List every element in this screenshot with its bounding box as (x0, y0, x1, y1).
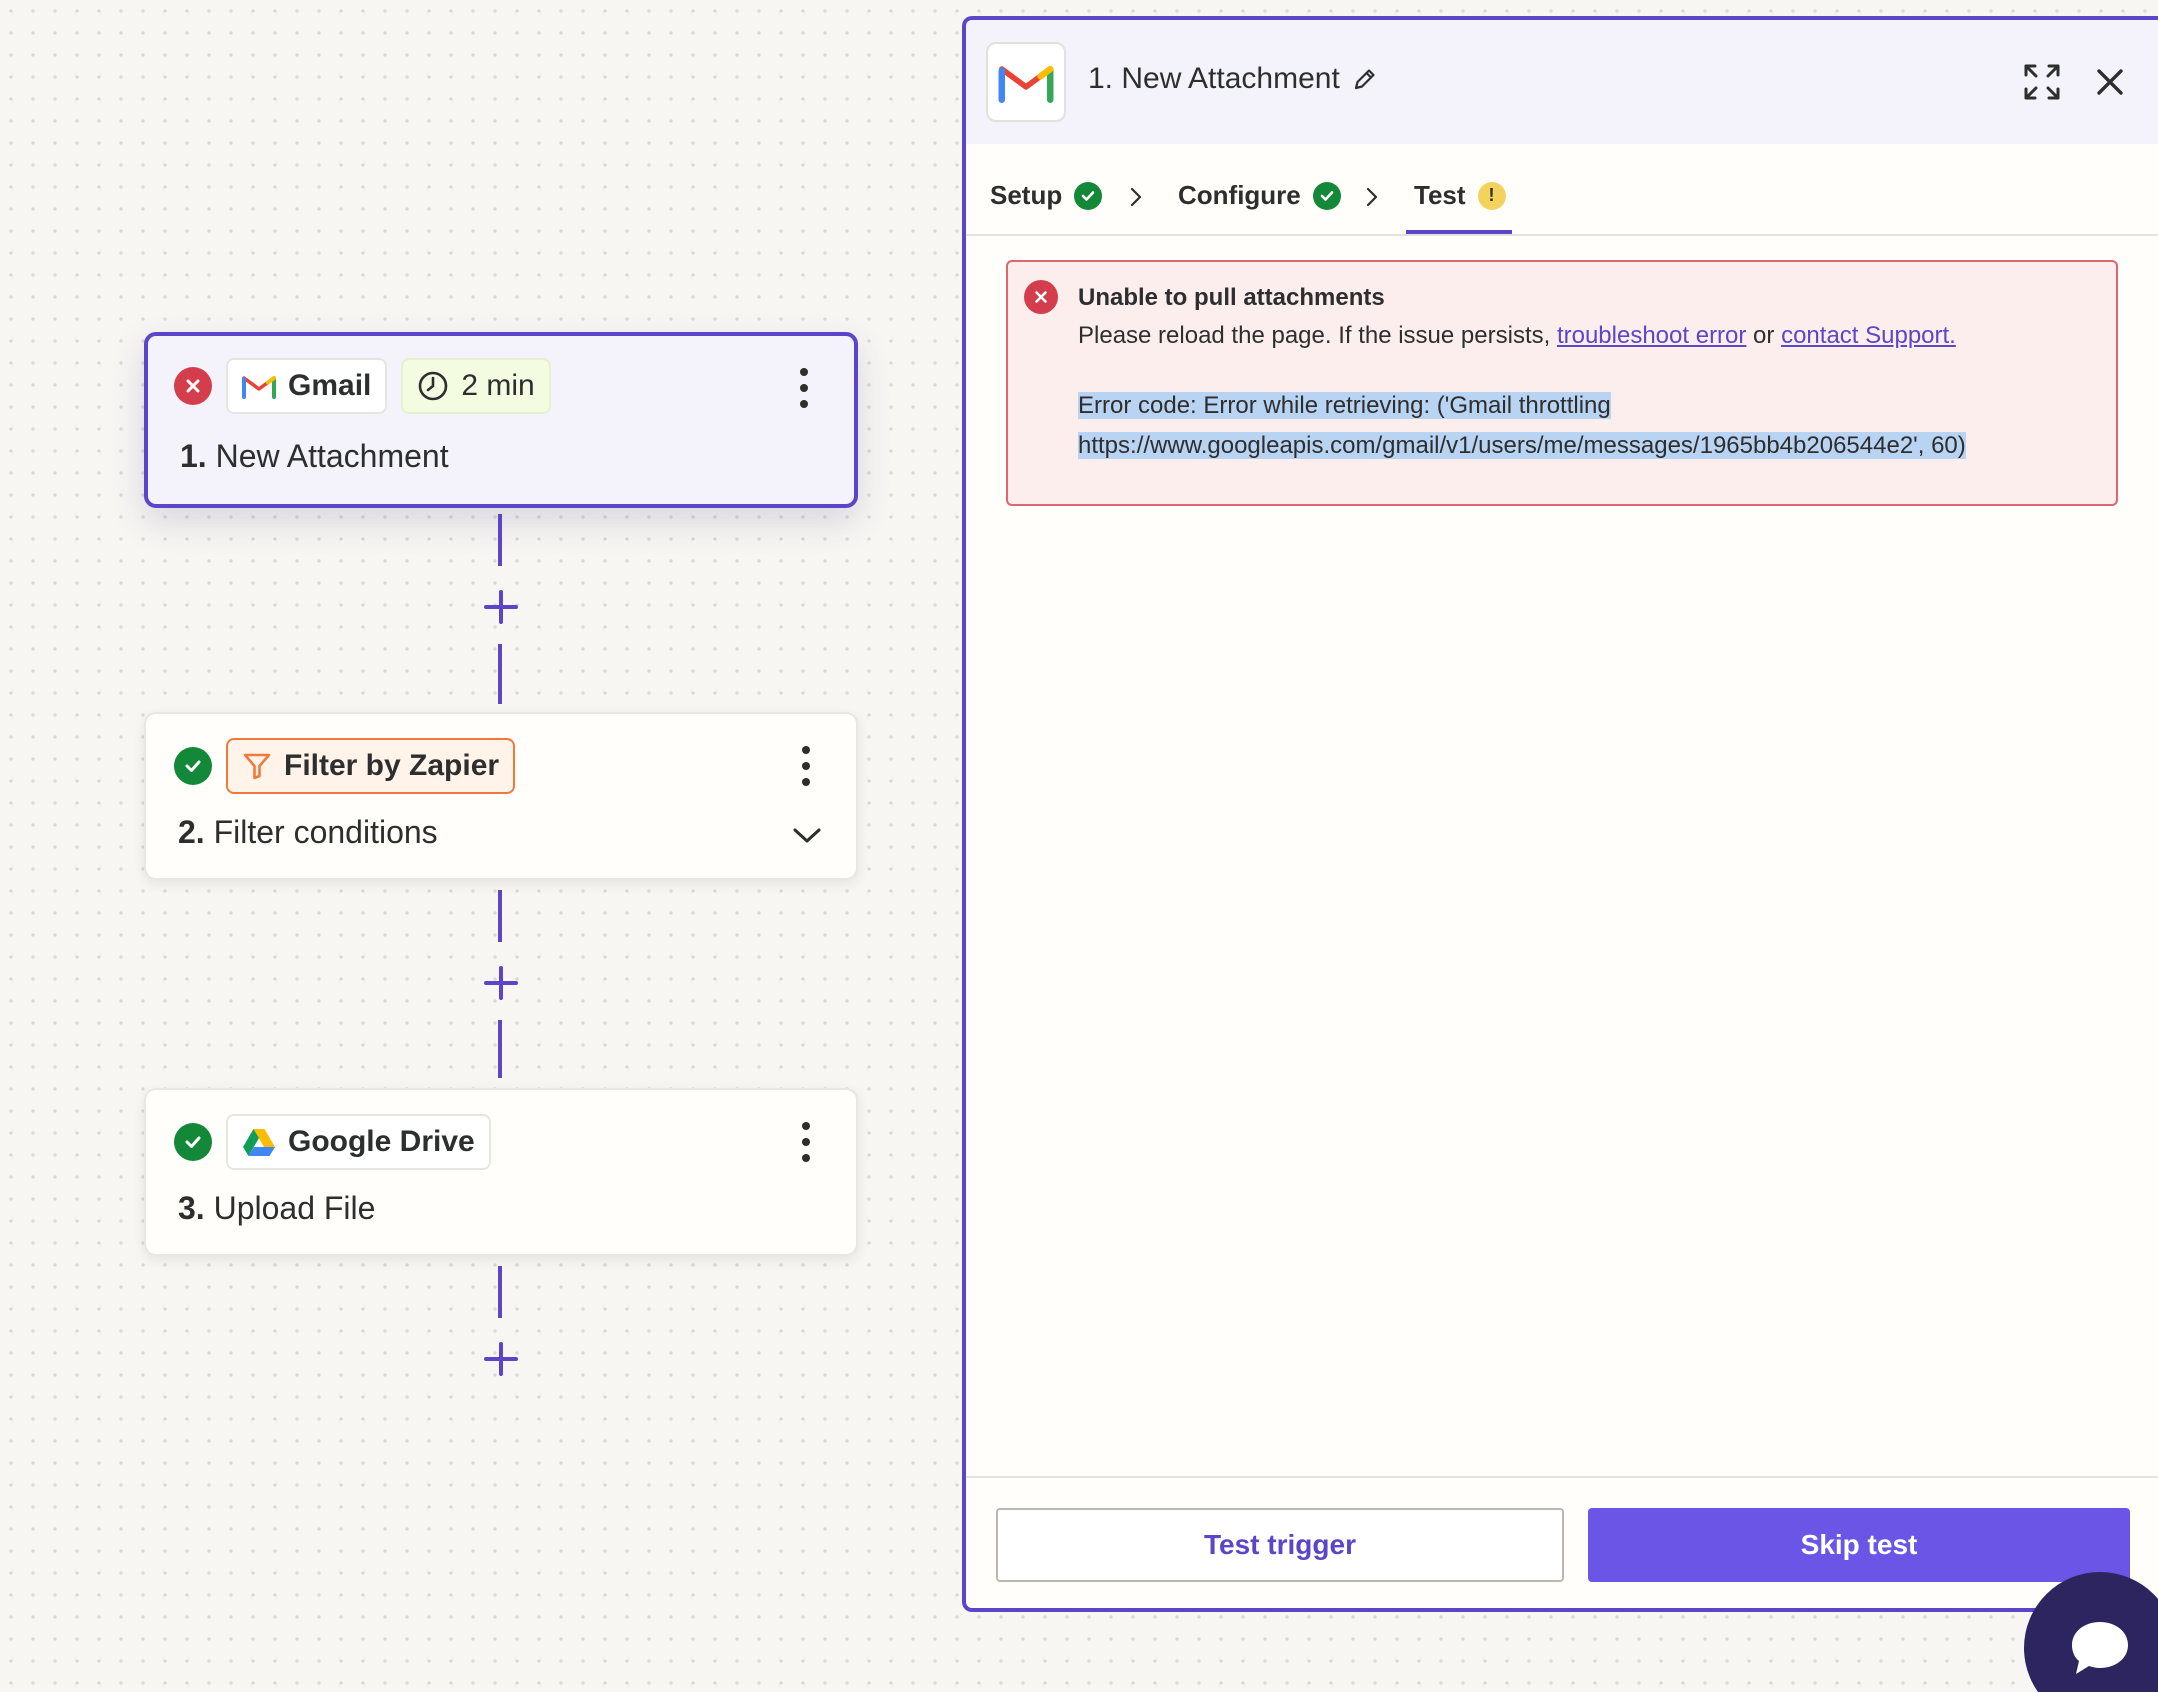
contact-support-link[interactable]: contact Support. (1781, 322, 1956, 349)
chevron-down-icon[interactable] (792, 826, 822, 851)
plus-icon (484, 590, 518, 624)
warning-icon: ! (1477, 181, 1506, 210)
step-menu-button[interactable] (796, 1122, 816, 1162)
step-title: 2. Filter conditions (178, 814, 438, 850)
check-icon (1074, 181, 1103, 210)
step-title: 1. New Attachment (180, 438, 449, 474)
expand-icon (2024, 64, 2060, 100)
panel-title[interactable]: 1. New Attachment (1088, 62, 1378, 96)
app-chip-gmail: Gmail (226, 358, 388, 414)
chat-bubble-icon (2072, 1622, 2128, 1674)
alert-title: Unable to pull attachments (1078, 284, 1385, 311)
skip-test-button[interactable]: Skip test (1588, 1508, 2130, 1582)
plus-icon (484, 1342, 518, 1376)
tab-test[interactable]: Test ! (1414, 180, 1506, 211)
success-status-icon (174, 747, 212, 785)
check-icon (1312, 181, 1341, 210)
step-tabs: Setup Configure Test ! (966, 144, 2158, 236)
poll-interval-badge: 2 min (401, 358, 551, 414)
active-tab-indicator (1406, 230, 1512, 234)
panel-footer: Test trigger Skip test (966, 1476, 2158, 1608)
app-name: Google Drive (288, 1125, 475, 1158)
step-menu-button[interactable] (796, 746, 816, 786)
add-step-button[interactable] (484, 966, 518, 1000)
alert-message: Please reload the page. If the issue per… (1078, 322, 1956, 349)
app-chip-google-drive: Google Drive (226, 1114, 491, 1170)
error-status-icon (174, 367, 212, 405)
close-icon (2097, 69, 2123, 95)
gmail-icon (998, 65, 1054, 103)
step-card-gmail[interactable]: Gmail 2 min 1. New Attachment (144, 332, 858, 508)
google-drive-icon (243, 1129, 275, 1156)
step-card-filter[interactable]: Filter by Zapier 2. Filter conditions (144, 712, 858, 880)
add-step-button[interactable] (484, 590, 518, 624)
success-status-icon (174, 1123, 212, 1161)
error-icon (1024, 280, 1058, 314)
error-code-text[interactable]: Error code: Error while retrieving: ('Gm… (1078, 392, 1966, 459)
step-menu-button[interactable] (794, 368, 814, 408)
step-card-google-drive[interactable]: Google Drive 3. Upload File (144, 1088, 858, 1256)
app-name: Filter by Zapier (284, 749, 500, 782)
gmail-icon (242, 376, 276, 399)
troubleshoot-error-link[interactable]: troubleshoot error (1556, 322, 1747, 349)
pencil-icon[interactable] (1352, 66, 1378, 92)
connector-line (498, 514, 502, 566)
add-step-button[interactable] (484, 1342, 518, 1376)
step-editor-panel: 1. New Attachment Setup Configur (962, 16, 2158, 1612)
chevron-right-icon (1128, 186, 1144, 213)
connector-line (498, 890, 502, 942)
badge-text: 2 min (461, 369, 535, 402)
app-logo (986, 42, 1066, 122)
plus-icon (484, 966, 518, 1000)
test-trigger-button[interactable]: Test trigger (996, 1508, 1564, 1582)
error-alert: Unable to pull attachments Please reload… (1006, 260, 2118, 506)
clock-icon (419, 371, 448, 401)
tab-configure[interactable]: Configure (1178, 180, 1341, 211)
app-chip-filter: Filter by Zapier (226, 738, 516, 794)
connector-line (498, 1266, 502, 1318)
connector-line (498, 644, 502, 704)
tab-setup[interactable]: Setup (990, 180, 1103, 211)
step-title: 3. Upload File (178, 1190, 376, 1226)
filter-icon (243, 753, 271, 780)
connector-line (498, 1020, 502, 1078)
close-button[interactable] (2088, 60, 2132, 104)
chevron-right-icon (1364, 186, 1380, 213)
panel-header: 1. New Attachment (966, 20, 2158, 144)
expand-button[interactable] (2020, 60, 2064, 104)
app-name: Gmail (288, 369, 372, 402)
